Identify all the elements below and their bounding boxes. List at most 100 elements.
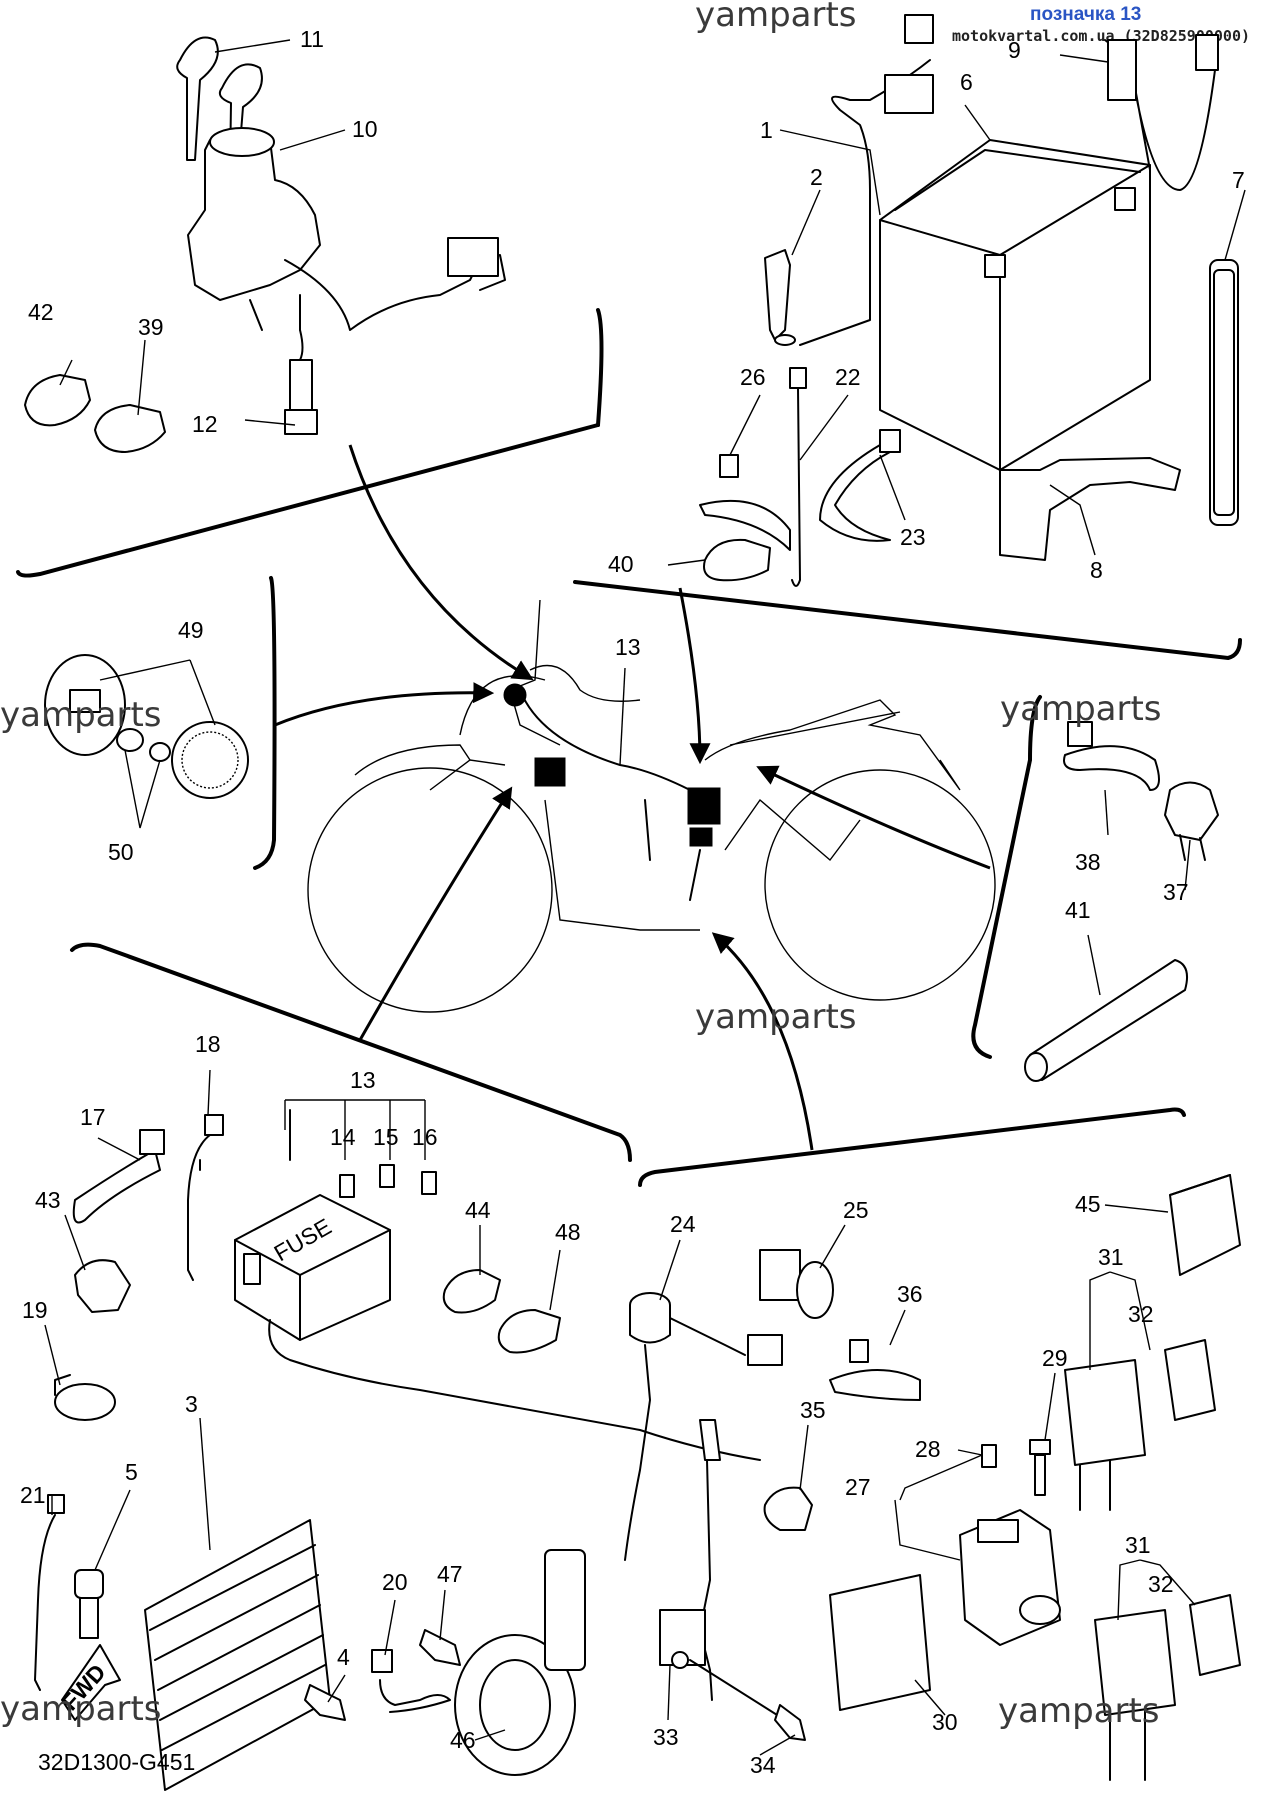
clip-40-icon (703, 538, 771, 582)
callout-29: 29 (1042, 1345, 1068, 1371)
callout-30: 30 (932, 1709, 958, 1735)
clip-44-icon (442, 1269, 501, 1314)
callout-27: 27 (845, 1474, 871, 1500)
watermark-center: yamparts (695, 997, 857, 1037)
clip-25-icon (759, 1249, 834, 1319)
arrow-relays (711, 932, 814, 1151)
clamp-19-icon (54, 1374, 116, 1421)
callout-43: 43 (35, 1187, 61, 1213)
cable-tie-22-icon (789, 367, 807, 587)
callout-33: 33 (653, 1724, 679, 1750)
callout-1: 1 (760, 117, 773, 143)
fuse-28-icon (981, 1444, 997, 1468)
arrow-battery (678, 587, 711, 765)
divider-top-left (16, 423, 600, 578)
neutral-switch-assembly (624, 1292, 786, 1721)
callout-10: 10 (352, 116, 378, 142)
divider-top-right (573, 580, 1242, 661)
cable-tie-18-icon (187, 1114, 224, 1281)
screw-34-icon (774, 1704, 806, 1741)
callout-14: 14 (330, 1124, 356, 1150)
callout-46: 46 (450, 1727, 476, 1753)
callout-8: 8 (1090, 557, 1103, 583)
divider-right (971, 695, 1042, 1059)
callout-17: 17 (80, 1104, 106, 1130)
cable-tie-26-icon (699, 454, 791, 551)
cable-tie-23-icon (819, 429, 901, 542)
leader-lines (44, 39, 1246, 1756)
callout-11: 11 (300, 26, 324, 52)
diagram-code: 32D1300-G451 (38, 1749, 195, 1775)
cable-tie-21-icon (34, 1494, 65, 1691)
callout-21: 21 (20, 1482, 46, 1508)
relay-31-upper-icon (1064, 1359, 1146, 1511)
battery-assembly (764, 14, 1239, 561)
watermark-bottom-left: yamparts (0, 1689, 162, 1729)
bolt-29-icon (1029, 1439, 1051, 1496)
callout-25: 25 (843, 1197, 869, 1223)
cable-tie-20-icon (371, 1649, 451, 1713)
callout-35: 35 (800, 1397, 826, 1423)
callout-13-fusebox: 13 (350, 1067, 376, 1093)
callout-12: 12 (192, 411, 218, 437)
bolt-47-icon (419, 1629, 461, 1666)
callout-7: 7 (1232, 167, 1245, 193)
callout-34: 34 (750, 1752, 776, 1778)
relay-30-icon (829, 1574, 931, 1711)
bolt-5-icon (74, 1569, 104, 1639)
arrow-ignition (348, 444, 534, 681)
horn-icon (454, 1549, 586, 1776)
watermarks: yamparts yamparts yamparts yamparts yamp… (0, 0, 1162, 1731)
callout-2: 2 (810, 164, 823, 190)
starter-relay-icon (959, 1509, 1061, 1646)
watermark-top: yamparts (695, 0, 857, 35)
callout-13-center: 13 (615, 634, 641, 660)
callout-44: 44 (465, 1197, 491, 1223)
motorcycle-outline (307, 599, 996, 1013)
callout-42: 42 (28, 299, 54, 325)
callout-15: 15 (373, 1124, 399, 1150)
callout-37: 37 (1163, 879, 1189, 905)
clip-39-icon (94, 404, 166, 453)
bolt-4-icon (304, 1684, 346, 1721)
callout-31-upper: 31 (1098, 1244, 1124, 1270)
callout-41: 41 (1065, 897, 1091, 923)
reflector-assembly (44, 654, 249, 799)
callout-4: 4 (337, 1644, 350, 1670)
watermark-right: yamparts (1000, 689, 1162, 729)
section-dividers (16, 308, 1242, 1187)
callout-49: 49 (178, 617, 204, 643)
arrow-reflector (274, 682, 495, 727)
callout-6: 6 (960, 69, 973, 95)
callout-5: 5 (125, 1459, 138, 1485)
fusebox-assembly: FUSE (199, 1109, 761, 1461)
cable-tie-17-icon (72, 1129, 165, 1224)
callout-22: 22 (835, 364, 861, 390)
clip-48-icon (497, 1309, 561, 1354)
callout-48: 48 (555, 1219, 581, 1245)
callout-39: 39 (138, 314, 164, 340)
clamp-43-icon (74, 1259, 131, 1313)
divider-top-left-end (596, 308, 604, 427)
callout-32-upper: 32 (1128, 1301, 1154, 1327)
arrow-fusebox (358, 786, 513, 1041)
callout-19: 19 (22, 1297, 48, 1323)
source-caption: motokvartal.com.ua (32D825900000) (952, 27, 1251, 45)
arrow-clamps (756, 765, 991, 870)
callout-47: 47 (437, 1561, 463, 1587)
clamp-assembly-right (1024, 721, 1219, 1082)
callout-20: 20 (382, 1569, 408, 1595)
clip-42-icon (24, 374, 91, 427)
callout-31-lower: 31 (1125, 1532, 1151, 1558)
callout-numbers: 11 10 42 39 12 1 2 6 9 7 26 22 23 8 40 4… (20, 26, 1245, 1778)
callout-32-lower: 32 (1148, 1571, 1174, 1597)
callout-50: 50 (108, 839, 134, 865)
cable-tie-36-icon (829, 1339, 921, 1401)
callout-26: 26 (740, 364, 766, 390)
callout-3: 3 (185, 1391, 198, 1417)
callout-16: 16 (412, 1124, 438, 1150)
divider-left (253, 576, 277, 870)
watermark-bottom-right: yamparts (998, 1691, 1160, 1731)
callout-40: 40 (608, 551, 634, 577)
